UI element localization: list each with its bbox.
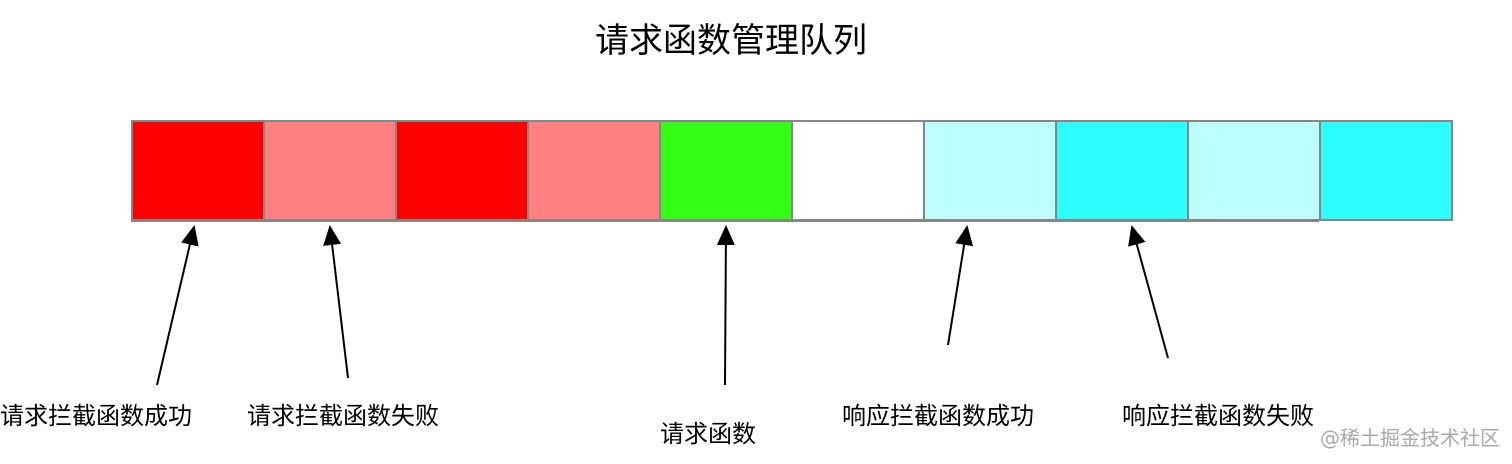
queue-cell-request-interceptor-success: [131, 120, 265, 221]
queue-cell-request-interceptor-success: [395, 120, 529, 221]
arrow-request-interceptor-failure: [323, 225, 349, 379]
queue-cell-response-interceptor-success: [1187, 120, 1321, 221]
queue-cell-response-interceptor-failure: [1055, 120, 1189, 221]
arrow-request-function: [716, 225, 735, 386]
arrow-response-interceptor-success: [947, 225, 974, 346]
arrow-response-interceptor-failure: [1128, 225, 1169, 359]
queue-bar: [131, 120, 1453, 221]
queue-cell-response-interceptor-failure: [1319, 120, 1453, 221]
label-response-interceptor-success: 响应拦截函数成功: [842, 402, 1034, 430]
label-response-interceptor-failure: 响应拦截函数失败: [1122, 402, 1314, 430]
label-request-function: 请求函数: [660, 420, 756, 448]
diagram-title: 请求函数管理队列: [595, 21, 867, 61]
queue-cell-empty-slot: [791, 120, 925, 221]
watermark: @稀土掘金技术社区: [1320, 426, 1500, 450]
arrow-request-interceptor-success: [156, 225, 199, 386]
label-request-interceptor-failure: 请求拦截函数失败: [247, 402, 439, 430]
queue-bottom-line: [131, 219, 1319, 222]
queue-cell-request-interceptor-failure: [527, 120, 661, 221]
label-request-interceptor-success: 请求拦截函数成功: [0, 402, 192, 430]
